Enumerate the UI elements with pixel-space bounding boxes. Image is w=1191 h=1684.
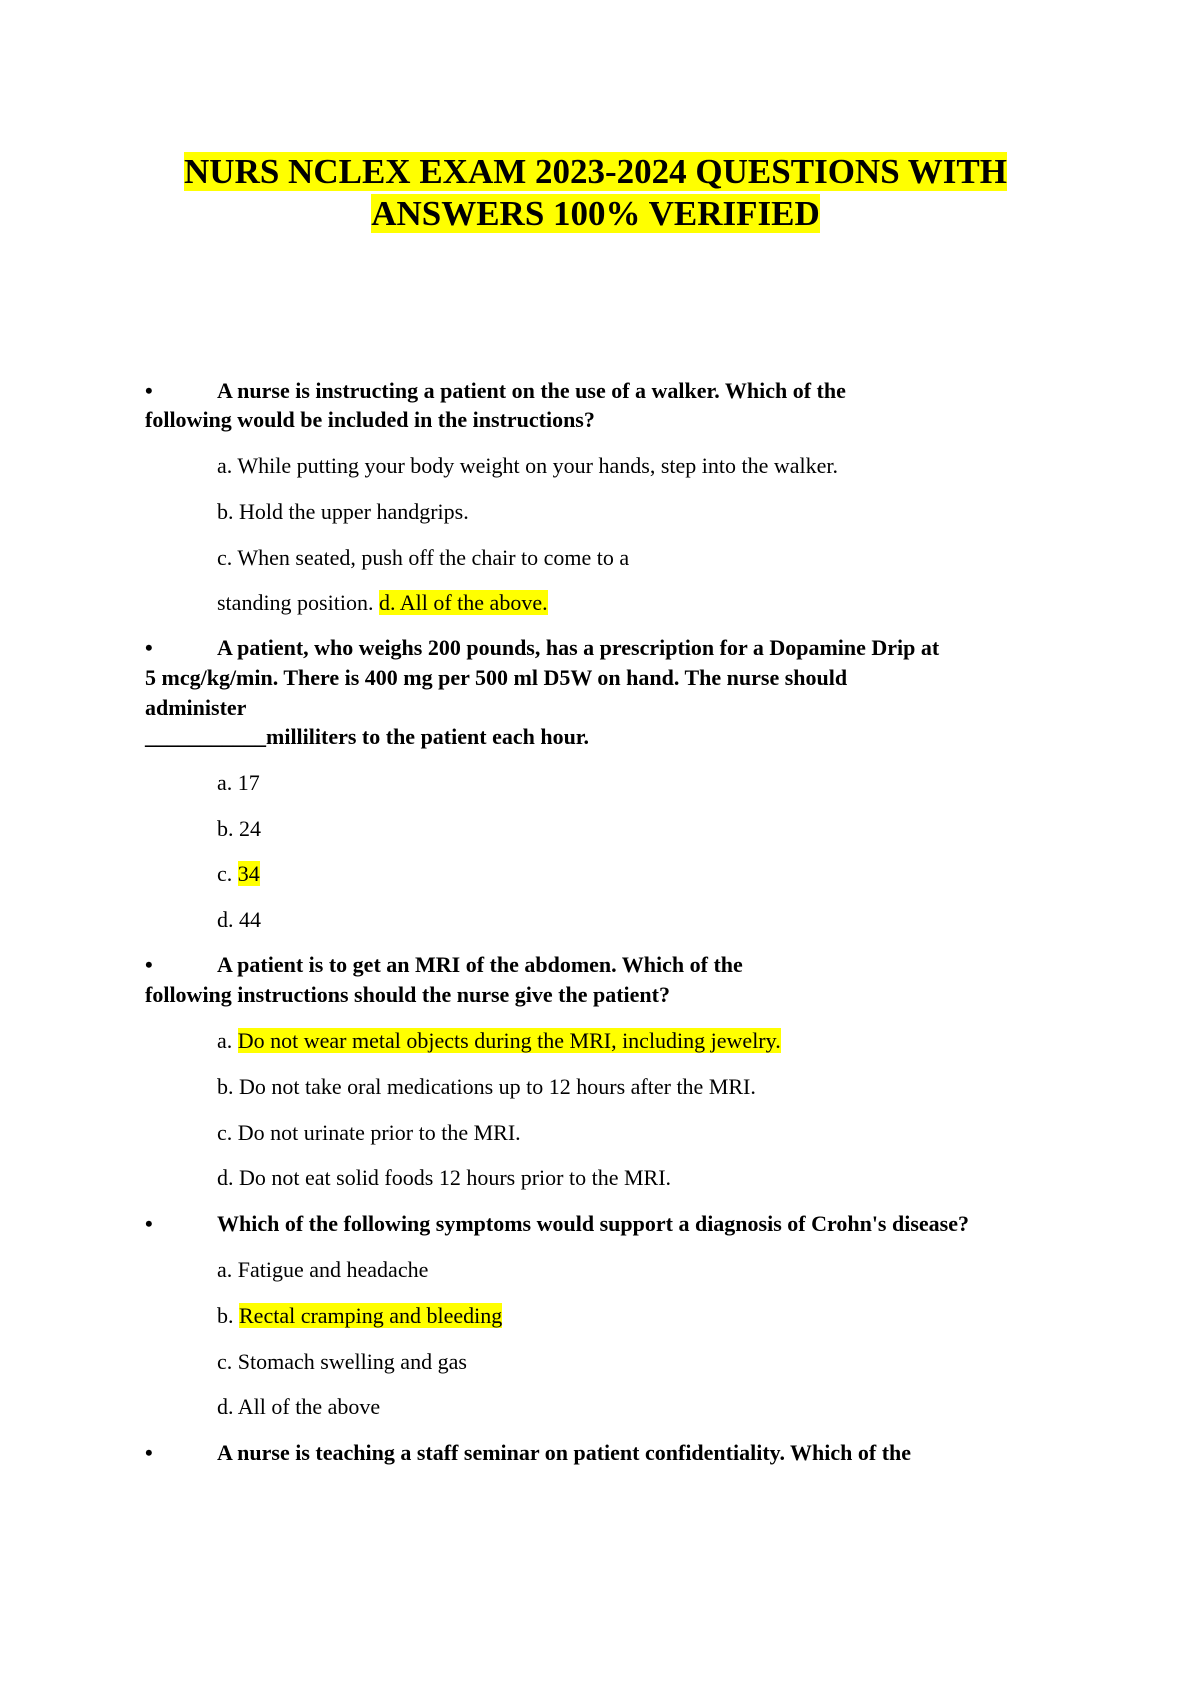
question-5-line-1: A nurse is teaching a staff seminar on p… <box>217 1440 912 1465</box>
q1-answer-d: d. All of the above. <box>378 590 548 615</box>
q1-option-c-cont: standing position. d. All of the above. <box>217 590 548 615</box>
q2-answer-c: 34 <box>237 861 260 886</box>
title-line-2: ANSWERS 100% VERIFIED <box>371 194 820 233</box>
bullet: • <box>145 635 153 660</box>
bullet: • <box>145 1211 153 1236</box>
q2-option-d: d. 44 <box>217 907 261 932</box>
q2-option-c: c. 34 <box>217 861 260 886</box>
bullet: • <box>145 1440 153 1465</box>
bullet: • <box>145 378 153 403</box>
question-3-line-2: following instructions should the nurse … <box>145 982 670 1007</box>
q1-option-c: c. When seated, push off the chair to co… <box>217 545 630 570</box>
question-2-line-4: ___________milliliters to the patient ea… <box>145 724 590 749</box>
q4-option-a: a. Fatigue and headache <box>217 1257 429 1282</box>
q3-option-b: b. Do not take oral medications up to 12… <box>217 1074 756 1099</box>
question-2-line-2: 5 mcg/kg/min. There is 400 mg per 500 ml… <box>145 665 848 690</box>
q3-option-c: c. Do not urinate prior to the MRI. <box>217 1120 521 1145</box>
bullet: • <box>145 952 153 977</box>
q4-option-c: c. Stomach swelling and gas <box>217 1349 467 1374</box>
title-line-1: NURS NCLEX EXAM 2023-2024 QUESTIONS WITH <box>184 152 1007 191</box>
q2-option-a: a. 17 <box>217 770 260 795</box>
question-1-line-1: A nurse is instructing a patient on the … <box>217 378 846 403</box>
question-2-line-1: A patient, who weighs 200 pounds, has a … <box>217 635 940 660</box>
q4-option-b: b. Rectal cramping and bleeding <box>217 1303 503 1328</box>
q3-answer-a: Do not wear metal objects during the MRI… <box>237 1028 781 1053</box>
q3-option-d: d. Do not eat solid foods 12 hours prior… <box>217 1165 672 1190</box>
question-2-line-3: administer <box>145 695 247 720</box>
q1-option-a: a. While putting your body weight on you… <box>217 453 838 478</box>
question-4-line-1: Which of the following symptoms would su… <box>217 1211 969 1236</box>
q4-option-d: d. All of the above <box>217 1394 381 1419</box>
q2-option-b: b. 24 <box>217 816 261 841</box>
question-1-line-2: following would be included in the instr… <box>145 407 595 432</box>
q3-option-a: a. Do not wear metal objects during the … <box>217 1028 781 1053</box>
q4-answer-b: Rectal cramping and bleeding <box>239 1303 503 1328</box>
question-3-line-1: A patient is to get an MRI of the abdome… <box>217 952 743 977</box>
q1-option-b: b. Hold the upper handgrips. <box>217 499 469 524</box>
